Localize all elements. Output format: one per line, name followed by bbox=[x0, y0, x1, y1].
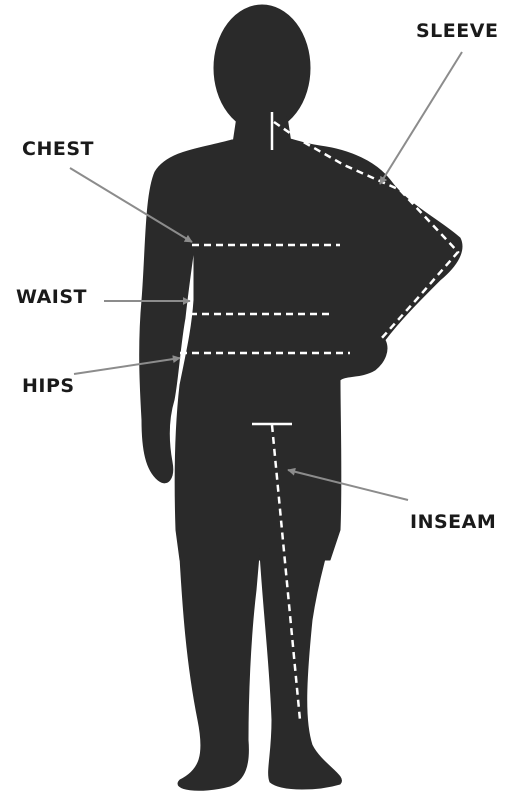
hips-label: HIPS bbox=[22, 375, 75, 397]
waist-label: WAIST bbox=[16, 286, 87, 308]
chest-label: CHEST bbox=[22, 138, 94, 160]
torso-and-arms-shape bbox=[140, 138, 462, 560]
sleeve-label: SLEEVE bbox=[416, 20, 498, 42]
inseam-label: INSEAM bbox=[410, 511, 496, 533]
sleeve-arrow bbox=[380, 52, 462, 184]
left-leg-shape bbox=[178, 520, 262, 790]
human-silhouette bbox=[140, 5, 462, 790]
